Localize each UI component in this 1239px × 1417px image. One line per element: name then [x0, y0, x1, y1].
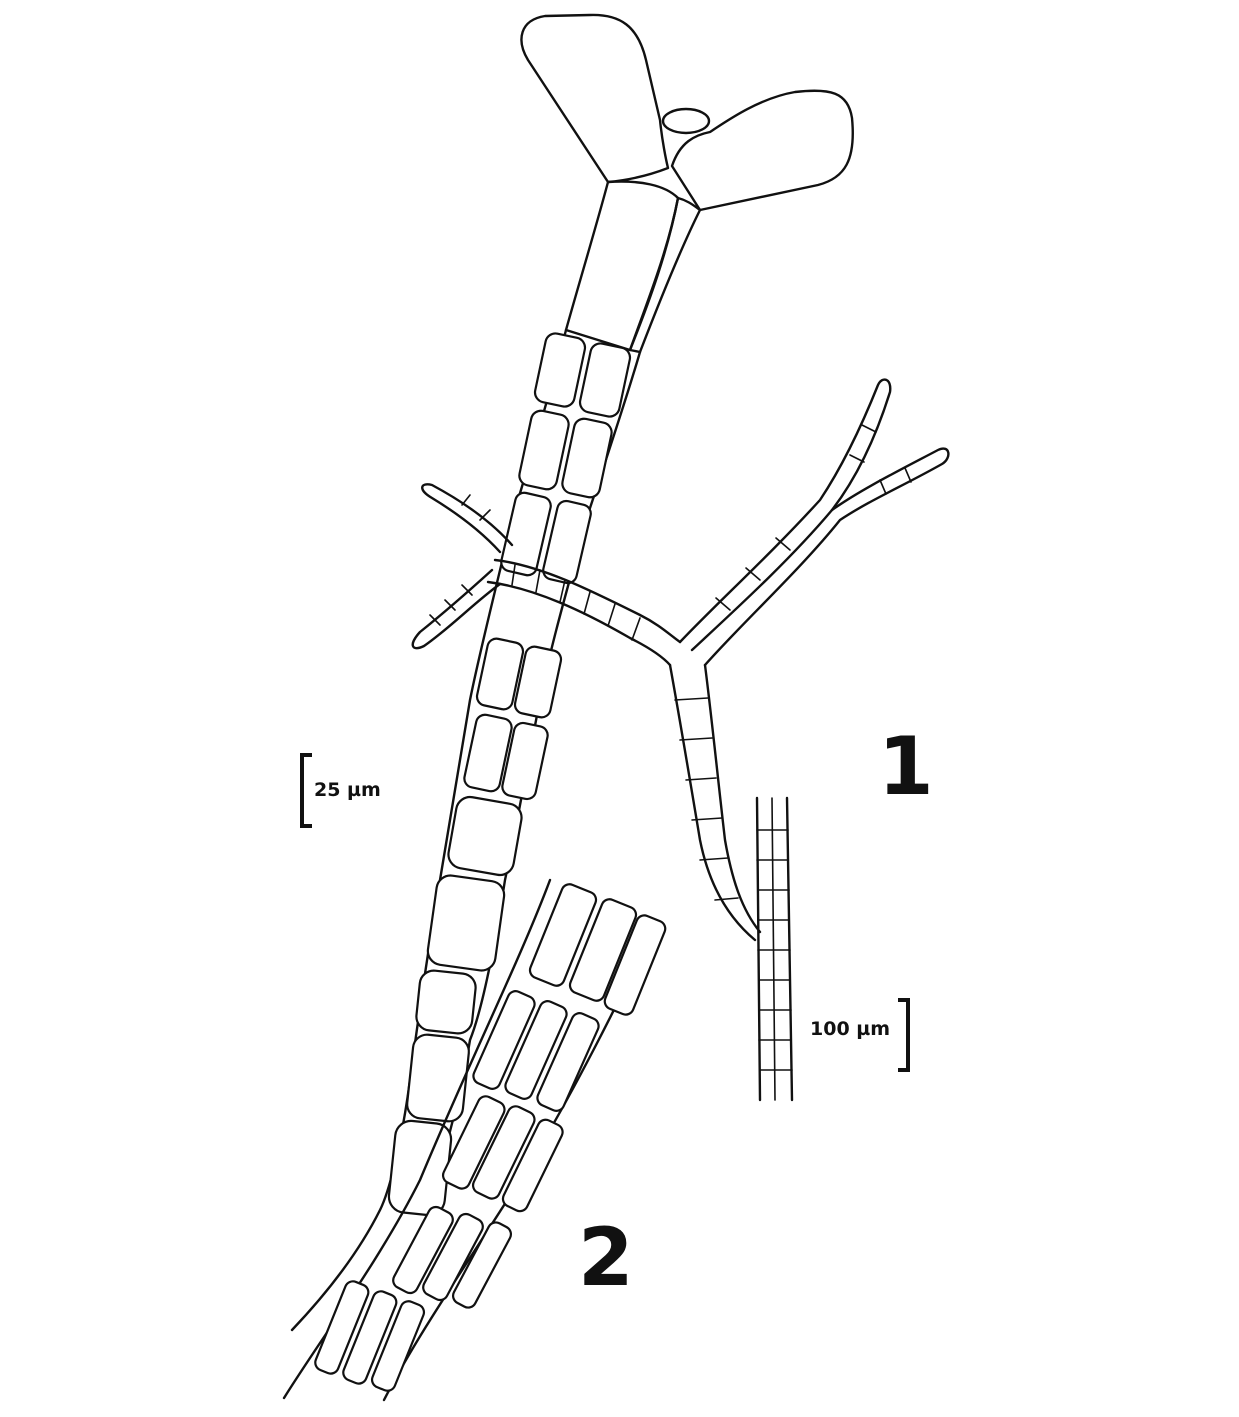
- branch-right-ascending-right: [690, 447, 950, 667]
- axis-cell: [387, 1119, 453, 1217]
- branch-left-lower: [411, 568, 502, 650]
- axis-cell: [447, 795, 523, 877]
- figure-2-fascicle: [282, 878, 667, 1402]
- axis-cell: [518, 409, 570, 491]
- axis-cell: [542, 499, 592, 585]
- fascicle-cell: [501, 1118, 564, 1213]
- figure-2-filament: [290, 13, 854, 1332]
- fascicle-cell: [471, 1105, 536, 1200]
- apical-center-cell: [661, 107, 711, 135]
- branch-descending-left: [668, 663, 757, 942]
- branch-septa: [429, 424, 912, 901]
- fascicle-cell: [422, 1212, 484, 1302]
- axis-cell: [415, 969, 477, 1035]
- axis-cell: [578, 342, 632, 418]
- scale-bar-100um-label: 100 µm: [810, 1018, 891, 1040]
- branch-descending-right: [703, 663, 762, 934]
- branch-cross-lower: [486, 580, 672, 667]
- axis-cell: [475, 637, 525, 711]
- fascicle-cell: [314, 1280, 370, 1375]
- scale-bar-100um: [898, 998, 910, 1072]
- fascicle-cell: [528, 883, 598, 987]
- axis-cell: [533, 332, 587, 408]
- fascicle-cell: [342, 1290, 398, 1385]
- basal-filament: [755, 796, 794, 1102]
- figure-1-filament: [411, 378, 950, 1102]
- stalk-right-cell: [628, 196, 702, 354]
- scale-bar-25um: [300, 753, 312, 828]
- axis-cell: [426, 874, 506, 972]
- fascicle-cell: [370, 1300, 426, 1392]
- scale-bar-25um-label: 25 µm: [314, 779, 381, 801]
- apical-left-lobe: [520, 13, 670, 184]
- axis-cell: [406, 1033, 470, 1123]
- fascicle-cells: [314, 883, 667, 1392]
- fascicle-cell: [568, 898, 638, 1002]
- axis-cell: [501, 721, 549, 801]
- fascicle-cell: [451, 1221, 513, 1309]
- figure-1-number: 1: [878, 720, 934, 813]
- branch-right-ascending-left: [678, 378, 892, 644]
- fascicle-cell: [441, 1095, 506, 1190]
- axis-cell: [561, 417, 613, 499]
- fascicle-cell: [536, 1012, 600, 1112]
- branch-left-upper: [421, 483, 514, 554]
- axis-cell: [513, 645, 563, 719]
- fascicle-cell: [603, 914, 667, 1016]
- apical-right-lobe: [670, 89, 854, 212]
- fascicle-cell: [392, 1205, 454, 1295]
- figure-2-number: 2: [578, 1211, 634, 1304]
- axis-cell: [500, 491, 552, 577]
- fascicle-cell: [472, 990, 536, 1090]
- axis-cell: [463, 713, 513, 793]
- branch-cross-upper: [493, 558, 682, 644]
- fascicle-cell: [504, 1000, 568, 1100]
